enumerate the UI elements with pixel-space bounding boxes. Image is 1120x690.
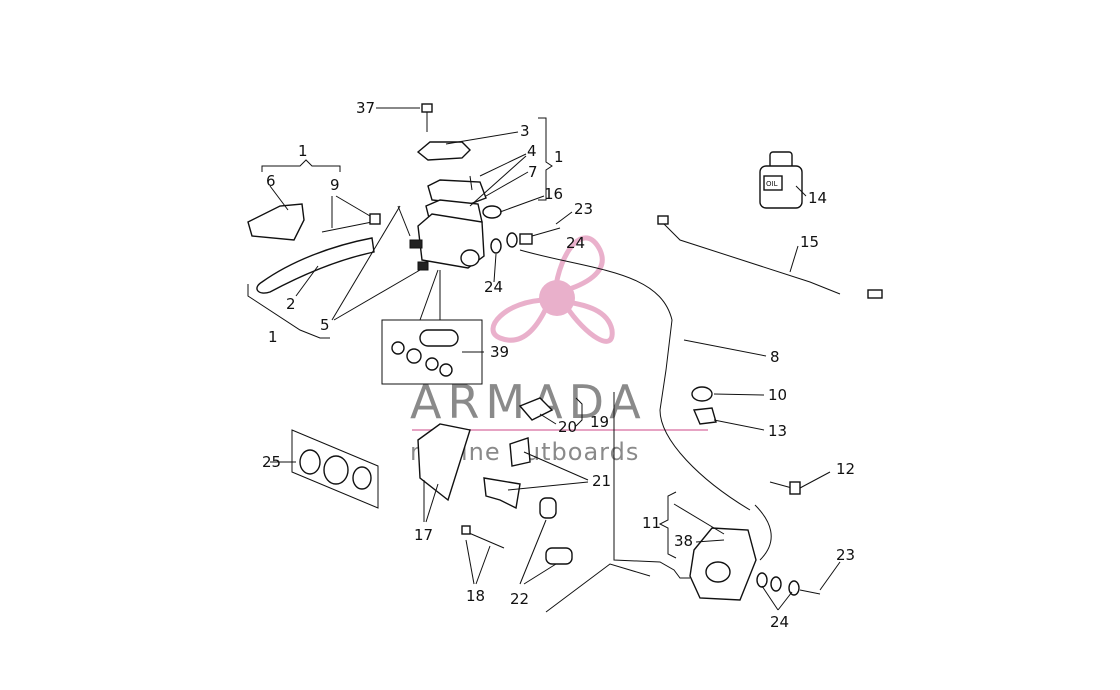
callout-17: 17: [414, 526, 433, 544]
callout-24-left: 24: [484, 278, 503, 296]
callout-4: 4: [527, 142, 537, 160]
sensor-cable-15: [657, 215, 883, 299]
pin-5: [397, 205, 411, 237]
callout-20: 20: [558, 418, 577, 436]
seal-kit-39: [381, 319, 483, 385]
callout-24-top: 24: [566, 234, 585, 252]
screw-4: [469, 175, 473, 191]
brake-lever-2: [256, 237, 375, 294]
leader-lines: [247, 107, 841, 613]
piston-kit-25: [291, 429, 379, 509]
cap-16: [482, 205, 502, 219]
bottle-label: OIL: [766, 180, 778, 188]
callout-8: 8: [770, 348, 780, 366]
callout-14: 14: [808, 189, 827, 207]
bolt-12: [769, 481, 801, 495]
callout-16: 16: [544, 185, 563, 203]
bolt-37: [421, 103, 433, 132]
clamp-3: [416, 141, 471, 161]
callout-1-lever: 1: [298, 142, 308, 160]
oil-bottle-14: OIL: [759, 151, 803, 209]
brake-caliper-38: [689, 527, 757, 601]
brake-pad-21b: [483, 477, 521, 510]
callout-1-bottom: 1: [268, 328, 278, 346]
callout-39: 39: [490, 343, 509, 361]
caliper-banjo-23-washers-24: [756, 572, 821, 596]
pivot-bolt-9: [321, 213, 381, 233]
callout-5: 5: [320, 316, 330, 334]
clip-13: [692, 407, 717, 425]
callout-3: 3: [520, 122, 530, 140]
callout-19: 19: [590, 413, 609, 431]
callout-23-top: 23: [574, 200, 593, 218]
callout-24-bottom: 24: [770, 613, 789, 631]
callout-25: 25: [262, 453, 281, 471]
callout-9: 9: [330, 176, 340, 194]
grommet-10: [691, 386, 713, 402]
master-cylinder-body: [409, 213, 485, 271]
callout-23-bottom: 23: [836, 546, 855, 564]
callout-21: 21: [592, 472, 611, 490]
bushing-22b: [545, 547, 573, 565]
callout-10: 10: [768, 386, 787, 404]
callout-13: 13: [768, 422, 787, 440]
callout-2: 2: [286, 295, 296, 313]
callout-15: 15: [800, 233, 819, 251]
callout-6: 6: [266, 172, 276, 190]
pad-spring-17: [417, 423, 471, 502]
callout-1-top: 1: [554, 148, 564, 166]
watermark-propeller-logo: [490, 235, 615, 344]
bushing-22a: [539, 497, 557, 519]
callout-38: 38: [674, 532, 693, 550]
fitting-20: [518, 397, 554, 421]
callout-18: 18: [466, 587, 485, 605]
lever-bracket-6: [247, 203, 305, 241]
callout-11: 11: [642, 514, 661, 532]
brake-hose-end: [754, 504, 772, 561]
callout-12: 12: [836, 460, 855, 478]
pins-18: [461, 525, 505, 549]
callout-7: 7: [528, 163, 538, 181]
brake-pad-21a: [509, 437, 531, 467]
brake-hose-8: [519, 249, 751, 511]
reservoir-cover-7: [427, 179, 487, 205]
callout-labels: 37 3 4 7 1 16 23 24 24 14 15 1 6 9 2 5 1…: [262, 99, 855, 631]
callout-37: 37: [356, 99, 375, 117]
banjo-bolt-23-washers-24: [490, 227, 561, 254]
callout-22: 22: [510, 590, 529, 608]
